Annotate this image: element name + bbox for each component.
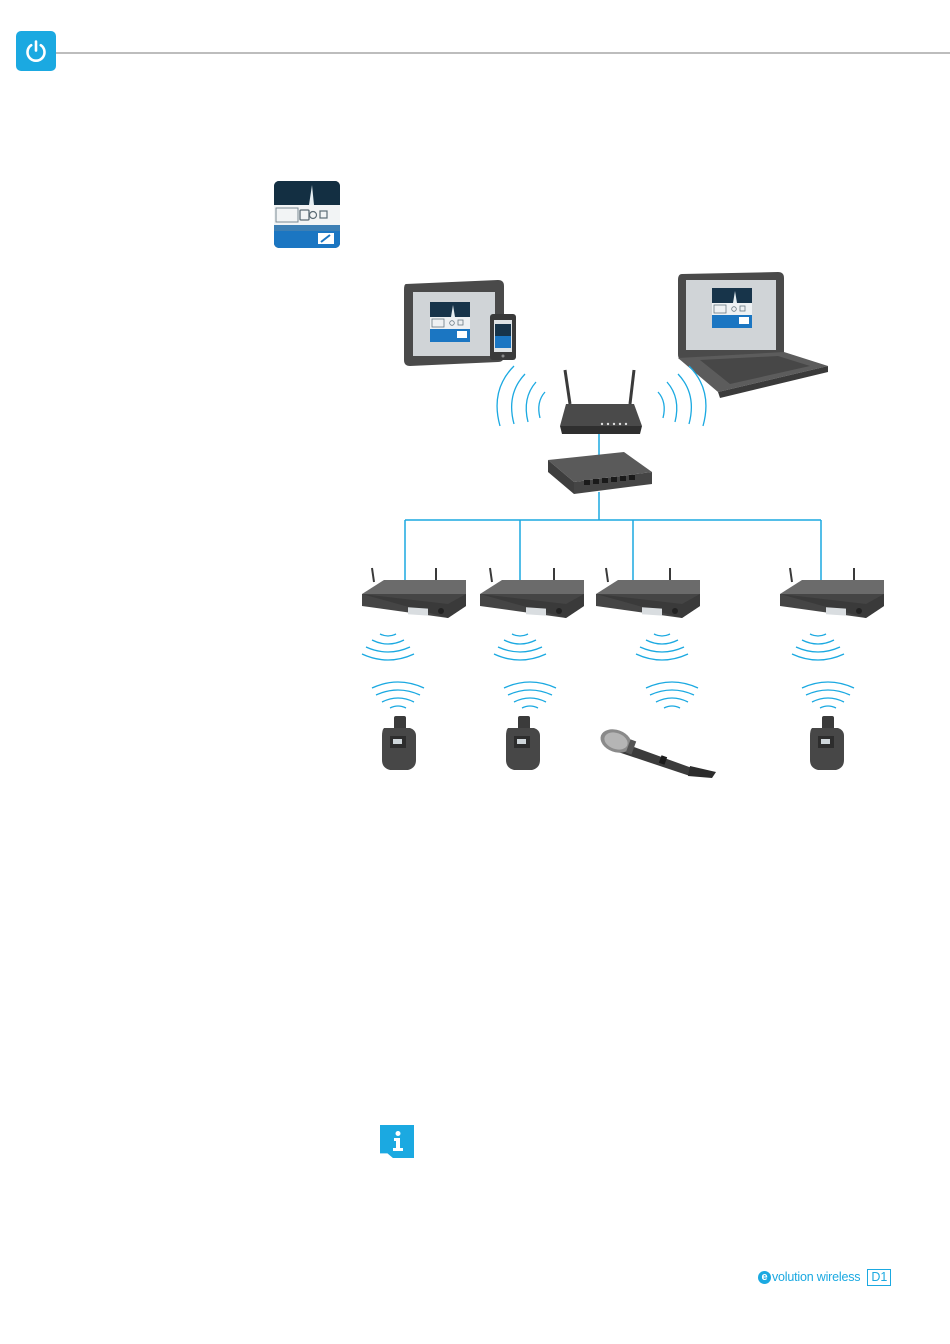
info-icon — [380, 1125, 414, 1158]
receiver-icon — [480, 568, 584, 618]
wireless-signal-icon — [372, 682, 424, 708]
bodypack-transmitter-icon — [810, 716, 844, 770]
laptop-icon — [678, 272, 828, 398]
network-switch-icon — [548, 452, 652, 494]
wireless-signal-icon — [802, 682, 854, 708]
bodypack-transmitter-icon — [382, 716, 416, 770]
wifi-router-icon — [560, 370, 642, 434]
network-diagram — [340, 262, 900, 792]
receiver-icon — [362, 568, 466, 618]
wireless-signal-icon — [646, 682, 698, 708]
brand-logo: e volution wireless D1 — [758, 1267, 891, 1287]
handheld-microphone-icon — [597, 725, 716, 778]
wireless-signal-icon — [494, 634, 546, 660]
smartphone-icon — [490, 314, 516, 360]
header-rule — [55, 52, 950, 54]
receiver-icon — [780, 568, 884, 618]
brand-model: D1 — [867, 1269, 891, 1286]
receiver-icon — [596, 568, 700, 618]
power-icon — [16, 31, 56, 71]
bodypack-transmitter-icon — [506, 716, 540, 770]
wireless-signal-icon — [362, 634, 414, 660]
wireless-signal-icon — [497, 366, 545, 426]
tablet-icon — [404, 280, 504, 366]
app-icon — [274, 181, 340, 248]
wireless-signal-icon — [504, 682, 556, 708]
wireless-signal-icon — [636, 634, 688, 660]
brand-initial: e — [758, 1271, 771, 1284]
brand-text: volution wireless — [772, 1270, 860, 1284]
wireless-signal-icon — [792, 634, 844, 660]
